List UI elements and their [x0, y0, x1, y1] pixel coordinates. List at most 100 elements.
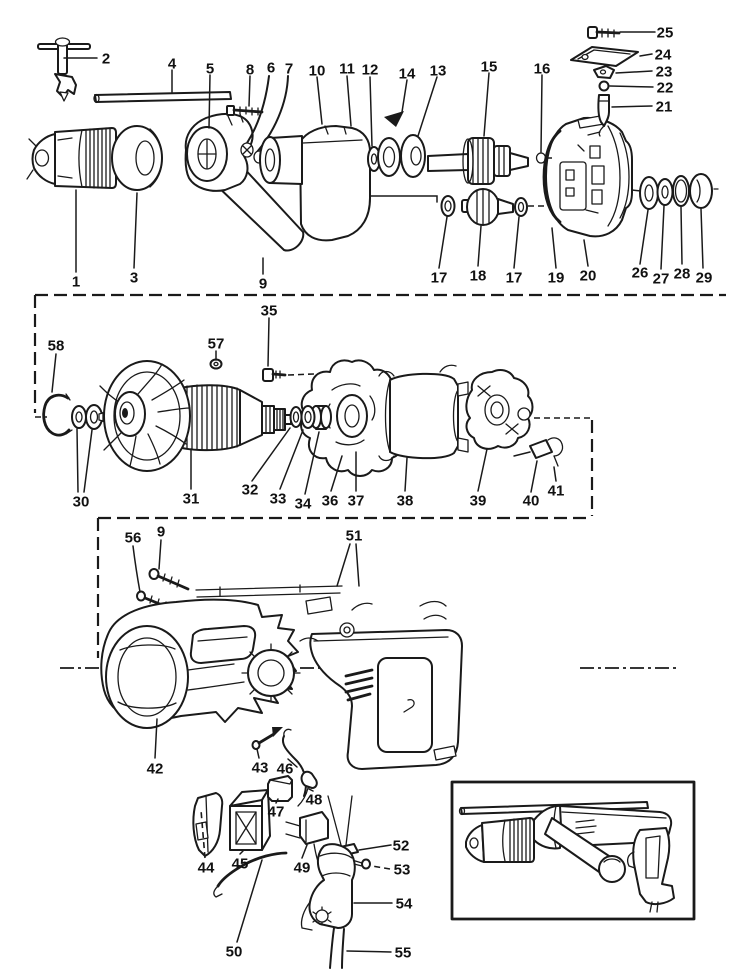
idler-gear-drawing: [440, 188, 547, 226]
screw-9-drawing: [148, 568, 190, 591]
part-label-15: 15: [481, 58, 498, 75]
part-label-19: 19: [548, 269, 565, 286]
armature-drawing: [99, 360, 292, 472]
part-label-24: 24: [655, 46, 672, 63]
part-label-5: 5: [206, 60, 214, 77]
retaining-ring-drawing: [42, 393, 73, 437]
part-label-23: 23: [656, 63, 673, 80]
part-label-11: 11: [339, 60, 355, 77]
gear-case-exploded-view: [26, 26, 719, 252]
part-label-47: 47: [268, 803, 285, 820]
washers-bearing-drawing: [367, 111, 426, 178]
part-label-37: 37: [348, 492, 365, 509]
part-label-40: 40: [523, 492, 540, 509]
chuck-drawing: [26, 127, 117, 189]
motor-field-housing-drawing: [542, 115, 642, 238]
switch-drawing: [229, 789, 271, 851]
part-label-43: 43: [252, 759, 269, 776]
spindle-gear-drawing: [427, 137, 547, 185]
part-label-55: 55: [395, 944, 412, 961]
housing-switch-exploded-view: [100, 568, 463, 969]
part-label-18: 18: [470, 267, 487, 284]
part-label-28: 28: [674, 265, 691, 282]
part-label-8: 8: [246, 61, 254, 78]
handle-cover-drawing: [309, 629, 463, 770]
part-label-16: 16: [534, 60, 551, 77]
part-label-56: 56: [125, 529, 142, 546]
part-label-39: 39: [470, 492, 487, 509]
part-label-3: 3: [130, 269, 138, 286]
collar-drawing: [111, 125, 163, 191]
part-label-31: 31: [183, 490, 200, 507]
armature-exploded-view: [42, 358, 564, 477]
part-label-30: 30: [73, 493, 90, 510]
part-label-52: 52: [393, 837, 410, 854]
assembled-drill-inset: [450, 780, 696, 921]
part-label-58: 58: [48, 337, 65, 354]
part-label-34: 34: [295, 495, 312, 512]
part-label-48: 48: [306, 791, 323, 808]
part-label-36: 36: [322, 492, 339, 509]
leader-lines: [51, 31, 704, 953]
motor-housing-drawing: [100, 584, 343, 729]
part-label-17: 17: [431, 269, 448, 286]
part-label-33: 33: [270, 490, 287, 507]
part-label-35: 35: [261, 302, 278, 319]
grommet-48-drawing: [297, 770, 318, 807]
part-label-2: 2: [102, 50, 110, 67]
part-label-14: 14: [399, 65, 416, 82]
part-label-41: 41: [548, 482, 565, 499]
part-label-42: 42: [147, 760, 164, 777]
selector-parts-drawing: [570, 26, 639, 137]
brush-holder-drawing: [465, 369, 534, 450]
trigger-drawing: [192, 792, 224, 857]
part-label-22: 22: [657, 79, 674, 96]
part-label-17: 17: [506, 269, 523, 286]
part-label-32: 32: [242, 481, 259, 498]
cord-set-drawing: [300, 795, 371, 969]
part-label-29: 29: [696, 269, 713, 286]
part-label-44: 44: [198, 859, 215, 876]
part-label-27: 27: [653, 270, 670, 287]
brush-drawing: [513, 437, 564, 467]
part-label-50: 50: [226, 943, 243, 960]
switch-cavity-details-drawing: [299, 596, 447, 642]
gear-case-drawing: [184, 112, 305, 252]
arrow-icon: [384, 111, 404, 127]
part-label-45: 45: [232, 855, 249, 872]
nut-57-drawing: [209, 358, 223, 370]
rear-bearing-drawing: [310, 405, 332, 430]
part-label-46: 46: [277, 760, 294, 777]
part-label-10: 10: [309, 62, 326, 79]
block-47-drawing: [267, 775, 293, 802]
side-handle-rod-drawing: [93, 91, 232, 104]
part-label-1: 1: [72, 273, 80, 290]
part-label-4: 4: [168, 55, 177, 72]
part-label-51: 51: [346, 527, 363, 544]
part-label-26: 26: [632, 264, 649, 281]
part-label-57: 57: [208, 335, 225, 352]
part-label-13: 13: [430, 62, 447, 79]
part-label-9: 9: [157, 523, 165, 540]
part-label-12: 12: [362, 61, 379, 78]
part-label-20: 20: [580, 267, 597, 284]
part-label-6: 6: [267, 59, 275, 76]
part-label-38: 38: [397, 492, 414, 509]
chuck-key-drawing: [37, 37, 91, 102]
wire-50-drawing: [213, 851, 288, 898]
rear-cap-parts-drawing: [639, 173, 719, 210]
part-label-25: 25: [657, 24, 674, 41]
part-label-53: 53: [394, 861, 411, 878]
end-bell-baffle-drawing: [300, 359, 407, 477]
stator-field-drawing: [378, 364, 469, 462]
gear-housing-drawing: [259, 125, 438, 242]
section-boundaries: [33, 293, 726, 669]
part-label-54: 54: [396, 895, 413, 912]
screw-8-drawing: [226, 105, 264, 116]
part-label-9: 9: [259, 275, 267, 292]
screw-43-drawing: [251, 727, 283, 750]
rear-washers-drawing: [289, 405, 316, 429]
